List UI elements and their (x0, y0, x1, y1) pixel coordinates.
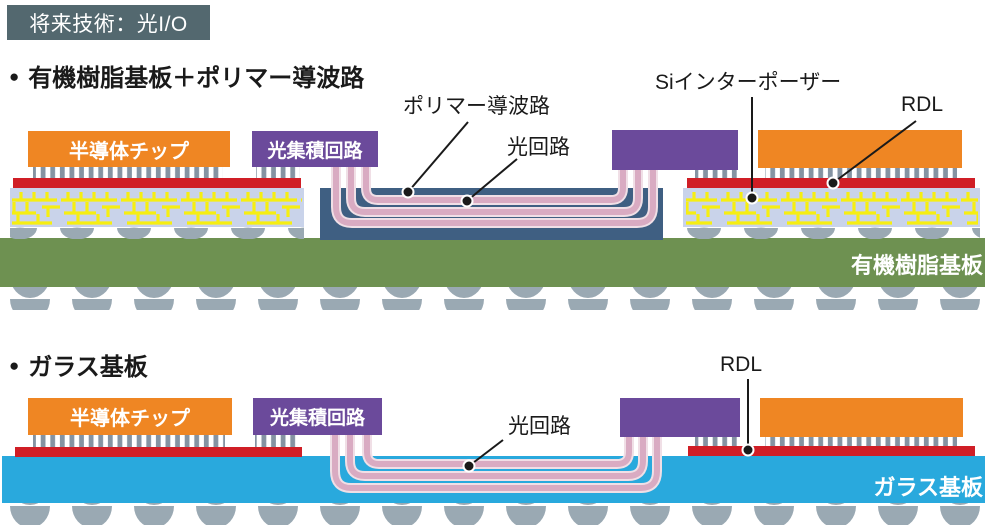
section-heading-top-label: 有機樹脂基板＋ポリマー導波路 (28, 65, 365, 92)
semiconductor-chip-bottom-right (760, 398, 963, 437)
microbumps-chip2-top (765, 168, 957, 178)
photonic-ic-chip-bottom-right (620, 398, 740, 437)
leader-lines-bottom (468, 379, 749, 467)
glass-substrate-label: ガラス基板 (873, 475, 983, 500)
section-heading-bottom-label: ガラス基板 (28, 354, 148, 381)
optical-circuit-fibers-bottom (330, 434, 662, 493)
photonic-ic-chip-top-right (612, 130, 738, 170)
bullet-icon: ● (9, 356, 20, 375)
bga-balls-top (0, 287, 985, 310)
semiconductor-chip-label-top: 半導体チップ (69, 140, 189, 163)
title-badge-label: 将来技術：光I/O (29, 12, 188, 36)
photonic-ic-label-bottom: 光集積回路 (269, 408, 365, 429)
polymer-waveguide-annotation: ポリマー導波路 (403, 95, 550, 118)
microbumps-pic1-top (256, 167, 300, 178)
section-heading-top: ● 有機樹脂基板＋ポリマー導波路 (9, 58, 364, 93)
semiconductor-chip-bottom (28, 398, 232, 435)
title-badge: 将来技術：光I/O (7, 5, 210, 40)
optical-circuit-annotation-top: 光回路 (507, 136, 570, 159)
photonic-ic-chip-top-left (252, 131, 378, 167)
optical-circuit-annotation-bottom: 光回路 (508, 415, 571, 438)
microbumps-pic1-bottom (255, 435, 297, 447)
microbumps-chip1-top (33, 167, 223, 178)
si-interposer-annotation: Siインターポーザー (655, 71, 842, 94)
bga-balls-bottom (2, 503, 985, 525)
leader-lines-top (407, 97, 917, 202)
rdl-layer-top-left (13, 178, 301, 188)
interposer-bumps-right (683, 227, 980, 239)
section-heading-bottom: ● ガラス基板 (9, 347, 148, 382)
interposer-traces-right (686, 191, 978, 225)
organic-substrate-label: 有機樹脂基板 (850, 253, 983, 278)
rdl-annotation-bottom: RDL (720, 353, 763, 376)
organic-substrate (0, 238, 985, 287)
rdl-annotation-top: RDL (901, 93, 944, 116)
microbumps-pic2-top (695, 170, 740, 178)
optical-circuit-fibers-top (331, 166, 658, 228)
microbumps-chip1-bottom (33, 435, 225, 447)
microbumps-pic2-bottom (695, 437, 740, 446)
semiconductor-chip-top (28, 131, 230, 167)
photonic-ic-chip-bottom-left (253, 398, 382, 435)
interposer-traces-left (12, 191, 302, 225)
leader-dots-bottom (462, 443, 755, 473)
bullet-icon: ● (9, 67, 20, 86)
photonic-ic-label-top: 光集積回路 (267, 140, 363, 162)
microbumps-chip2-bottom (765, 437, 957, 446)
semiconductor-chip-label-bottom: 半導体チップ (70, 408, 190, 430)
leader-dots-top (401, 176, 840, 208)
rdl-layer-bottom-left (15, 447, 302, 457)
interposer-bumps-left (10, 227, 304, 239)
rdl-layer-bottom-right (688, 446, 975, 456)
